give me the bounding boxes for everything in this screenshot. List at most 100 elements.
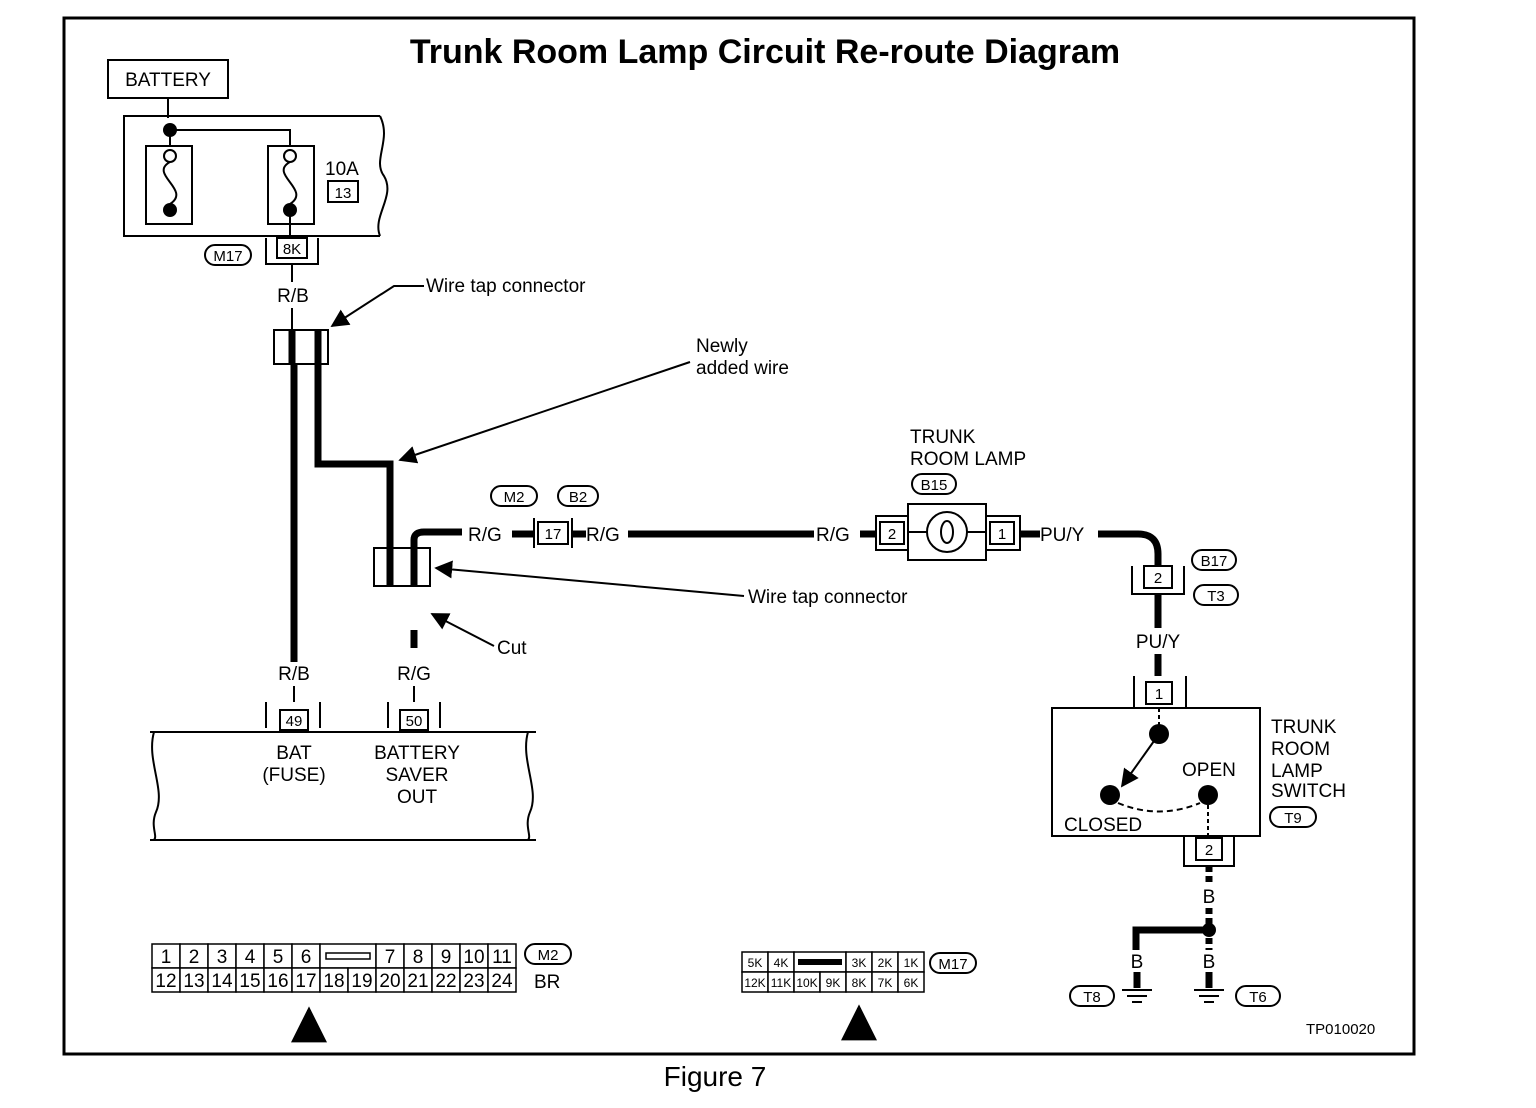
ground-symbol-t6 (1194, 989, 1224, 1003)
battery-saver-label-1: BATTERY (374, 743, 460, 764)
wire-newly-added (314, 364, 394, 548)
connector-pin: 9K (826, 976, 841, 990)
connector-pin: 2K (878, 956, 893, 970)
fuse-number: 13 (335, 185, 352, 202)
connector-pin: 9 (441, 947, 452, 968)
trunk-room-lamp-switch: 1 OPEN CLOSED TRUNK ROOM LAMP SWITCH T9 … (1051, 676, 1346, 867)
connector-pin: 12 (155, 971, 176, 992)
connector-pin: 23 (463, 971, 484, 992)
wire-rb-bottom: R/B (278, 664, 310, 685)
terminal-49: 49 (286, 713, 303, 730)
bat-fuse-label-2: (FUSE) (262, 765, 325, 786)
connector-b15-label: B15 (921, 477, 948, 494)
connector-pin: 8K (852, 976, 867, 990)
connector-pin: 22 (435, 971, 456, 992)
connector-b17-t3: 2 B17 T3 (1131, 549, 1239, 606)
connector-pin: 16 (267, 971, 288, 992)
ground-symbol-t8 (1122, 989, 1152, 1003)
connector-pin: 2 (189, 947, 200, 968)
connector-m2-label: M2 (504, 489, 525, 506)
connector-t9-label: T9 (1284, 810, 1302, 827)
switch-label-3: LAMP (1271, 761, 1323, 782)
switch-open-label: OPEN (1182, 760, 1236, 781)
connector-pin: 10 (463, 947, 484, 968)
connector-b2-label: B2 (569, 489, 587, 506)
connector-t3-label: T3 (1207, 588, 1225, 605)
newly-added-label-1: Newly (696, 336, 748, 357)
fuse-rating: 10A (325, 159, 359, 180)
connector-pin: 5 (273, 947, 284, 968)
terminal-50: 50 (406, 713, 423, 730)
connector-pin: 17 (295, 971, 316, 992)
connector-pin: 4 (245, 947, 256, 968)
connector-m17-8k: 8K M17 R/B (204, 237, 319, 307)
cut-label: Cut (497, 638, 527, 659)
wire-rg-3: R/G (816, 525, 850, 546)
connector-pin: 4K (774, 956, 789, 970)
newly-added-label-2: added wire (696, 358, 789, 379)
connector-pin: 7K (878, 976, 893, 990)
ground-circuit: B B B T8 T6 (1069, 866, 1281, 1007)
figure-caption: Figure 7 (664, 1061, 767, 1092)
control-unit: 49 50 BAT (FUSE) BATTERY SAVER OUT (150, 702, 536, 841)
wire-puy-1: PU/Y (1040, 525, 1085, 546)
connector-pin: 3 (217, 947, 228, 968)
switch-label-4: SWITCH (1271, 781, 1346, 802)
wire-puy-main (1098, 530, 1162, 566)
wire-rg-1: R/G (468, 525, 502, 546)
switch-closed-label: CLOSED (1064, 815, 1142, 836)
lamp-terminal-2: 2 (888, 526, 896, 543)
switch-label-2: ROOM (1271, 739, 1330, 760)
trunk-room-lamp: TRUNK ROOM LAMP B15 2 1 (875, 427, 1026, 561)
connector-pin: 5K (748, 956, 763, 970)
wire-tap-label-1: Wire tap connector (426, 276, 586, 297)
battery-saver-label-3: OUT (397, 787, 438, 808)
fuse-block: 10A 13 (123, 115, 389, 237)
connector-b17-label: B17 (1201, 553, 1228, 570)
terminal-17: 17 (545, 526, 562, 543)
wire-puy-2: PU/Y (1136, 632, 1181, 653)
wire-rg-2: R/G (586, 525, 620, 546)
wire-rg-cut: R/G (397, 664, 431, 685)
lamp-label-1: TRUNK (910, 427, 976, 448)
wire-tap-connector-upper: Wire tap connector (273, 276, 586, 365)
terminal-b17-2: 2 (1154, 570, 1162, 587)
connector-pin: 24 (491, 971, 513, 992)
diagram-title: Trunk Room Lamp Circuit Re-route Diagram (410, 33, 1120, 71)
connector-pin: 10K (796, 976, 817, 990)
connector-pin: 6 (301, 947, 312, 968)
battery-label: BATTERY (125, 70, 211, 91)
switch-label-1: TRUNK (1271, 717, 1337, 738)
m2-face-label: M2 (538, 947, 559, 964)
wire-b-3: B (1203, 952, 1216, 973)
connector-pin: 3K (852, 956, 867, 970)
connector-pin: 11K (771, 976, 791, 990)
wire-rb-top: R/B (277, 286, 309, 307)
lamp-terminal-1: 1 (998, 526, 1006, 543)
connector-t8-label: T8 (1083, 989, 1101, 1006)
connector-pin: 13 (183, 971, 204, 992)
connector-pin: 20 (379, 971, 400, 992)
m17-face-label: M17 (938, 956, 967, 973)
connector-pin: 15 (239, 971, 260, 992)
connector-m2-b2: 17 M2 B2 (490, 485, 599, 548)
m2-face-color: BR (534, 972, 560, 993)
terminal-8k: 8K (283, 241, 301, 258)
diagram-frame (62, 16, 1416, 1056)
battery-saver-label-2: SAVER (385, 765, 448, 786)
battery: BATTERY (107, 59, 229, 118)
connector-t6-label: T6 (1249, 989, 1267, 1006)
connector-pin: 8 (413, 947, 424, 968)
connector-pin: 14 (211, 971, 233, 992)
wire-b-1: B (1203, 887, 1216, 908)
wire-tap-connector-lower: Wire tap connector (373, 528, 908, 608)
lamp-label-2: ROOM LAMP (910, 449, 1026, 470)
connector-pin: 21 (407, 971, 428, 992)
wire-tap-label-2: Wire tap connector (748, 587, 908, 608)
connector-pin: 7 (385, 947, 396, 968)
connector-pin: 18 (323, 971, 344, 992)
connector-pin: 1K (904, 956, 919, 970)
